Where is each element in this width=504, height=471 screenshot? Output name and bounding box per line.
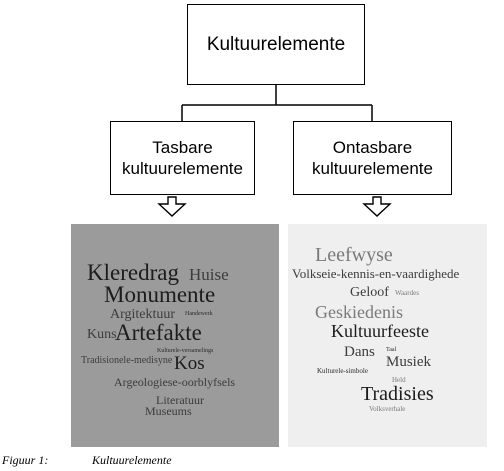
connector-lines — [157, 85, 392, 217]
intangible-word-cloud: Leefwyse Volkseie-kennis-en-vaardighede … — [288, 224, 487, 447]
cloud-word: Kulturele-versamelings — [157, 348, 214, 354]
cloud-word: Tradisionele-medisyne — [81, 355, 173, 366]
down-arrow-icon — [157, 196, 187, 217]
cloud-word: Handewerk — [185, 311, 213, 317]
cloud-word: Kos — [174, 353, 205, 374]
cloud-word: Geskiedenis — [315, 302, 403, 322]
root-node: Kultuurelemente — [187, 4, 365, 85]
figure-caption-text: Kultuurelemente — [92, 453, 172, 467]
cloud-word: Taal — [386, 347, 397, 353]
figure-caption-label: Figuur 1: — [2, 453, 49, 467]
cloud-word: Kulturele-simbole — [317, 367, 368, 375]
cloud-word: Museums — [145, 404, 192, 418]
cloud-word: Huise — [189, 265, 229, 284]
cloud-word: Kleredrag — [87, 260, 179, 285]
cloud-word: Volkseie-kennis-en-vaardighede — [292, 266, 460, 281]
cloud-word: Kuns — [87, 327, 117, 342]
cloud-word: Tradisies — [361, 383, 434, 405]
down-arrow-icon — [362, 196, 392, 217]
cloud-word: Leefwyse — [315, 244, 393, 266]
cloud-word: Argeologiese-oorblyfsels — [114, 375, 236, 389]
cloud-word: Literatuur — [156, 393, 204, 407]
cloud-word: Musiek — [386, 354, 431, 370]
cloud-word: Monumente — [104, 282, 216, 307]
cloud-word: Waardes — [395, 289, 419, 297]
cloud-word: Argitektuur — [110, 307, 176, 322]
cloud-word: Dans — [344, 344, 375, 360]
root-node-label: Kultuurelemente — [206, 33, 346, 55]
cloud-word: Kultuurfeeste — [331, 321, 429, 341]
cloud-word: Held — [392, 376, 406, 384]
cloud-word: Volksverhale — [369, 405, 406, 413]
cloud-word: Artefakte — [115, 320, 202, 345]
tangible-word-cloud: Kleredrag Huise Monumente Argitektuur Ha… — [71, 224, 279, 447]
cloud-word: Geloof — [350, 285, 389, 300]
